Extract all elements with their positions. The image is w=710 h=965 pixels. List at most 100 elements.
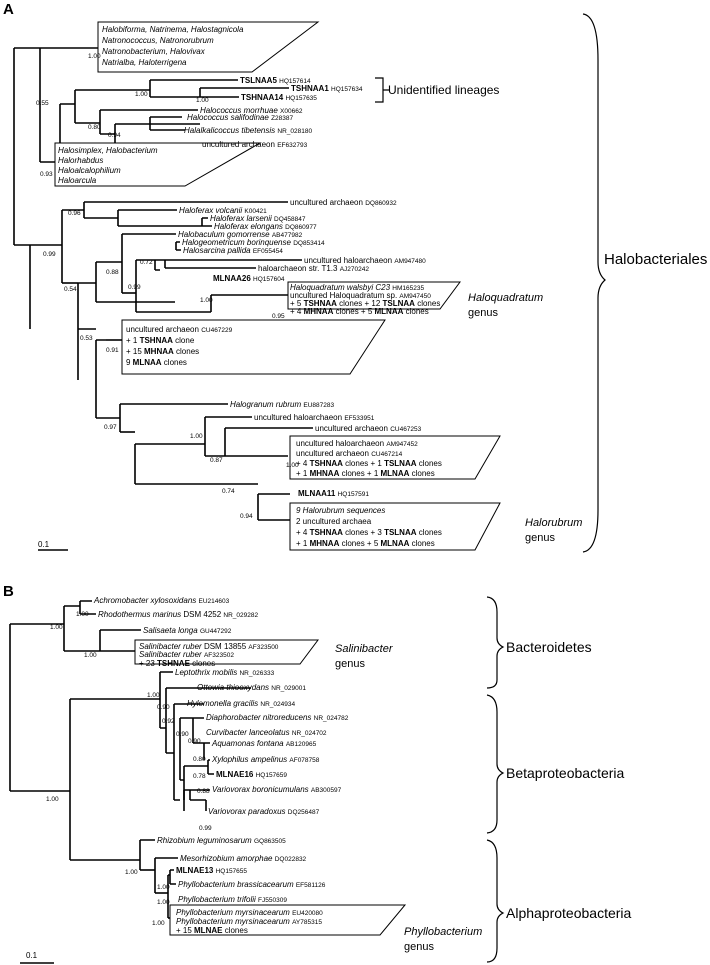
clade-line: + 1 TSHNAA clone	[126, 336, 195, 345]
bootstrap-value: 1.00	[84, 652, 97, 659]
bootstrap-value: 1.00	[196, 97, 209, 104]
bootstrap-value: 0.93	[40, 171, 53, 178]
taxon-ottowia: Ottowia thiooxydans NR_029001	[197, 683, 306, 692]
clade-line: 9 Halorubrum sequences	[296, 506, 385, 515]
unidentified-bracket	[375, 77, 390, 103]
bootstrap-value: 0.90	[188, 738, 201, 745]
taxon-haloarchaeon-t13: haloarchaeon str. T1.3 AJ270242	[258, 264, 369, 273]
clade-line: 9 MLNAA clones	[126, 358, 187, 367]
taxon-phyllobacterium-trifolii: Phyllobacterium trifolii FJ550309	[178, 895, 287, 904]
bootstrap-value: 0.80	[88, 124, 101, 131]
genus-halorubrum-word: genus	[525, 532, 555, 544]
alphaproteobacteria-label: Alphaproteobacteria	[506, 905, 632, 921]
bootstrap-value: 0.90	[157, 704, 170, 711]
clade-line: Haloquadratum walsbyi C23 HM165235	[290, 283, 424, 292]
clade-line: uncultured archaeon CU467229	[126, 325, 233, 334]
scale-label-a: 0.1	[38, 540, 50, 549]
bootstrap-value: 1.00	[152, 920, 165, 927]
unidentified-label: Unidentified lineages	[388, 83, 499, 97]
taxon-variovorax-boronicumulans: Variovorax boronicumulans AB300597	[212, 785, 342, 794]
clade-label: Haloalcalophilium	[58, 166, 121, 175]
taxon-tshnaa14: TSHNAA14 HQ157635	[241, 93, 317, 102]
taxon-mlnae13: MLNAE13 HQ157655	[176, 866, 247, 875]
taxon-haloferax-volcanii: Haloferax volcanii K00421	[179, 206, 267, 215]
bootstrap-value: 1.00	[50, 624, 63, 631]
clade-label: Halosimplex, Halobacterium	[58, 146, 158, 155]
clade-line: + 4 TSHNAA clones + 1 TSLNAA clones	[296, 459, 442, 468]
alphaproteobacteria-brace	[486, 839, 505, 963]
bootstrap-value: 0.95	[272, 313, 285, 320]
clade-label: Halobiforma, Natrinema, Halostagnicola	[102, 25, 244, 34]
clade-line: Salinibacter ruber DSM 13855 AF323500	[139, 642, 279, 651]
bootstrap-value: 0.94	[108, 132, 121, 139]
taxon-halococcus-salifodinae: Halococcus salifodinae Z28387	[187, 113, 293, 122]
clade-label: Natronococcus, Natronorubrum	[102, 36, 214, 45]
taxon-hylemonella: Hylemonella gracilis NR_024934	[187, 699, 295, 708]
taxon-mlnae16: MLNAE16 HQ157659	[216, 770, 287, 779]
bootstrap-value: 1.00	[147, 692, 160, 699]
bootstrap-value: 1.00	[200, 297, 213, 304]
bootstrap-value: 0.99	[199, 825, 212, 832]
taxon-variovorax-paradoxus: Variovorax paradoxus DQ256487	[208, 807, 320, 816]
genus-salinibacter: Salinibacter	[335, 643, 394, 655]
tree-a-labels: Halobiforma, Natrinema, Halostagnicola N…	[58, 25, 442, 548]
taxon-halalkalicoccus: Halalkalicoccus tibetensis NR_028180	[184, 126, 312, 135]
clade-line: uncultured Haloquadratum sp. AM947450	[290, 291, 431, 300]
clade-line: + 23 TSHNAE clones	[139, 659, 215, 668]
bootstrap-value: 0.80	[193, 756, 206, 763]
genus-haloquadratum-word: genus	[468, 307, 498, 319]
genus-haloquadratum: Haloquadratum	[468, 292, 543, 304]
bootstrap-value: 0.74	[222, 488, 235, 495]
taxon-uncultured-ef533951: uncultured haloarchaeon EF533951	[254, 413, 375, 422]
clade-label: Natrialba, Haloterrigena	[102, 58, 187, 67]
halobacteriales-label: Halobacteriales	[604, 251, 707, 268]
tree-a-bootstraps: 1.00 0.55 1.00 1.00 0.80 0.94 0.93 0.96 …	[36, 53, 299, 520]
taxon-haloferax-larsenii: Haloferax larsenii DQ458847	[210, 214, 306, 223]
bootstrap-value: 0.97	[104, 424, 117, 431]
clade-label: Halorhabdus	[58, 156, 103, 165]
taxon-uncultured-ef632793: uncultured archaeon EF632793	[202, 140, 308, 149]
bootstrap-value: 0.91	[106, 347, 119, 354]
bootstrap-value: 0.55	[36, 100, 49, 107]
clade-line: + 5 TSHNAA clones + 12 TSLNAA clones	[290, 299, 440, 308]
bootstrap-value: 1.00	[157, 899, 170, 906]
halobacteriales-brace	[582, 13, 606, 553]
bootstrap-value: 0.88	[197, 788, 210, 795]
bootstrap-value: 0.92	[162, 718, 175, 725]
clade-line: + 1 MHNAA clones + 1 MLNAA clones	[296, 469, 435, 478]
tree-a-branches	[13, 47, 313, 521]
bootstrap-value: 1.00	[46, 796, 59, 803]
taxon-mlnaa11: MLNAA11 HQ157591	[298, 489, 369, 498]
tree-b-clades	[134, 639, 407, 936]
taxon-achromobacter: Achromobacter xylosoxidans EU214603	[93, 596, 230, 605]
clade-line: + 15 MLNAE clones	[176, 926, 248, 935]
taxon-haloferax-elongans: Haloferax elongans DQ860977	[214, 222, 317, 231]
tree-b-labels: Achromobacter xylosoxidans EU214603 Rhod…	[93, 596, 349, 935]
taxon-phyllobacterium-brassicacearum: Phyllobacterium brassicacearum EF581126	[178, 880, 326, 889]
tree-b-bootstraps: 1.00 1.00 1.00 1.00 0.90 0.92 0.90 0.90 …	[46, 611, 212, 927]
tree-b-branches	[9, 600, 251, 919]
taxon-tshnaa1: TSHNAA1 HQ157634	[291, 84, 363, 93]
taxon-halococcus-morrhuae: Halococcus morrhuae X00662	[200, 106, 303, 115]
taxon-curvibacter: Curvibacter lanceolatus NR_024702	[206, 728, 327, 737]
clade-label: Haloarcula	[58, 176, 97, 185]
taxon-rhizobium: Rhizobium leguminosarum GQ863505	[157, 836, 286, 845]
clade-line: Salinibacter ruber AF323502	[139, 650, 234, 659]
bacteroidetes-label: Bacteroidetes	[506, 639, 592, 655]
bootstrap-value: 0.88	[106, 269, 119, 276]
bootstrap-value: 0.53	[80, 335, 93, 342]
bootstrap-value: 0.78	[193, 773, 206, 780]
scale-label-b: 0.1	[26, 951, 38, 960]
bootstrap-value: 1.00	[286, 462, 299, 469]
taxon-diaphorobacter: Diaphorobacter nitroreducens NR_024782	[206, 713, 349, 722]
clade-line: + 4 TSHNAA clones + 3 TSLNAA clones	[296, 528, 442, 537]
bootstrap-value: 0.96	[68, 210, 81, 217]
taxon-halosarcina: Halosarcina pallida EF055454	[183, 246, 283, 255]
taxon-mesorhizobium: Mesorhizobium amorphae DQ022832	[180, 854, 307, 863]
clade-line: + 1 MHNAA clones + 5 MLNAA clones	[296, 539, 435, 548]
taxon-halobaculum: Halobaculum gomorrense AB477982	[178, 230, 303, 239]
bootstrap-value: 1.00	[88, 53, 101, 60]
panel-b-label: B	[3, 583, 14, 600]
taxon-uncultured-am947480: uncultured haloarchaeon AM947480	[304, 256, 426, 265]
